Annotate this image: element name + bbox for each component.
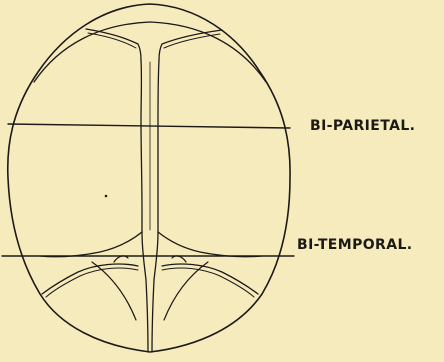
posterior-junction-left: [40, 232, 142, 257]
anterior-fontanelle-right: [159, 30, 222, 60]
sagittal-suture-left: [141, 60, 142, 232]
occipital-curve-left: [92, 262, 136, 320]
dot-mark: [105, 195, 108, 198]
biparietal-label: BI-PARIETAL.: [310, 118, 415, 134]
knob-right: [172, 256, 186, 262]
knob-left: [114, 256, 128, 262]
biparietal-line: [8, 124, 290, 128]
sagittal-suture-right: [158, 60, 159, 232]
skull-outline: [8, 4, 290, 352]
bitemporal-label: BI-TEMPORAL.: [297, 237, 413, 253]
posterior-junction-right: [158, 232, 262, 257]
occipital-suture-right: [152, 232, 158, 352]
occipital-suture-left: [142, 232, 148, 352]
occipital-curve-right: [164, 262, 208, 320]
